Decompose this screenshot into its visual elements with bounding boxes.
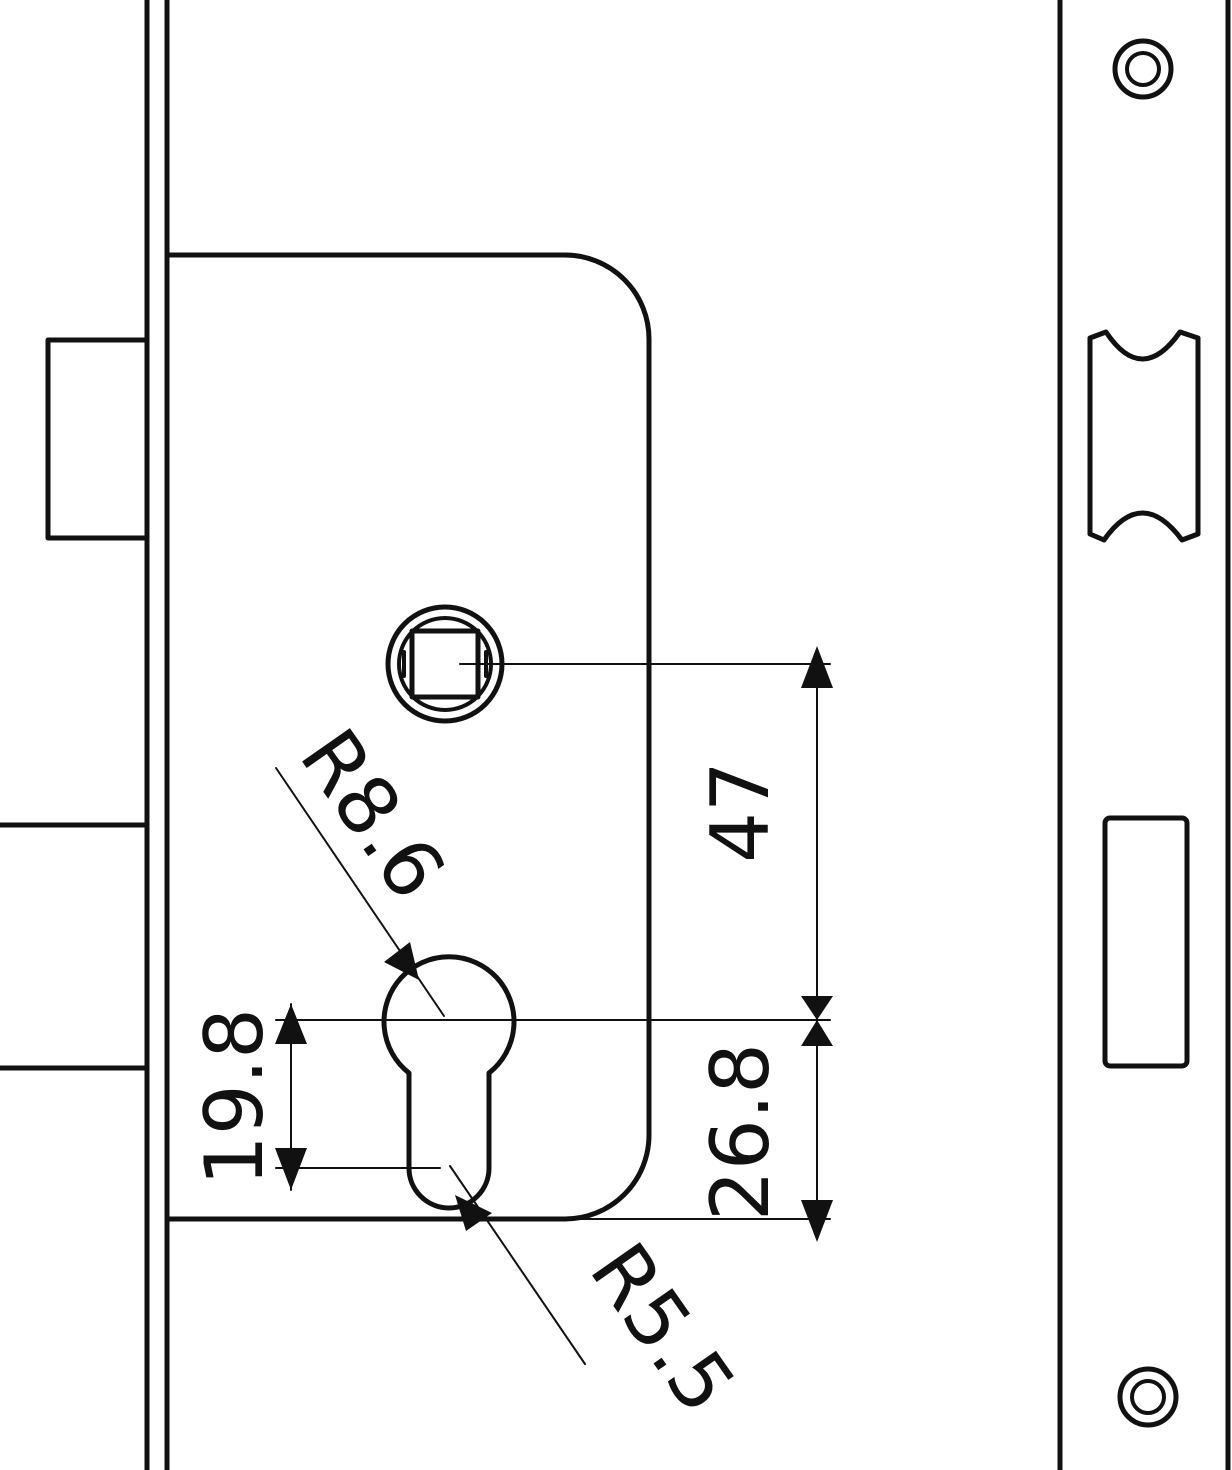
screw-hole-top: [1112, 38, 1174, 100]
screw-hole-bottom: [1117, 1366, 1179, 1428]
radius-r8-6-label: R8.6: [282, 713, 463, 916]
cylinder-cutout: [381, 954, 517, 1211]
dimension-arrow: [275, 1148, 307, 1190]
strike-plate: [1057, 0, 1231, 1470]
dimension-19-8-label: 19.8: [188, 1008, 281, 1186]
radius-r8-6: R8.6: [275, 713, 463, 1017]
deadbolt-opening: [1102, 815, 1190, 1069]
forend-plate: [144, 0, 170, 1470]
dimension-arrow: [275, 1004, 307, 1044]
dimension-26-8: 26.8: [564, 1019, 833, 1242]
dimension-arrow: [801, 1200, 833, 1242]
leader-arrow: [455, 1195, 492, 1231]
dimension-47: 47: [445, 646, 833, 1021]
radius-r5-5-label: R5.5: [572, 1227, 753, 1430]
dimension-arrow: [801, 1020, 833, 1046]
dimension-26-8-label: 26.8: [694, 1043, 787, 1221]
latch-bolt: [45, 337, 150, 541]
dimension-arrow: [801, 646, 833, 688]
dimension-47-label: 47: [694, 761, 787, 863]
dimension-arrow: [801, 996, 833, 1020]
lock-case: [164, 252, 652, 1222]
dead-bolt: [0, 822, 150, 1071]
dimension-19-8: 19.8: [188, 1003, 447, 1191]
leader-arrow: [384, 942, 419, 980]
latch-opening: [1087, 329, 1201, 543]
